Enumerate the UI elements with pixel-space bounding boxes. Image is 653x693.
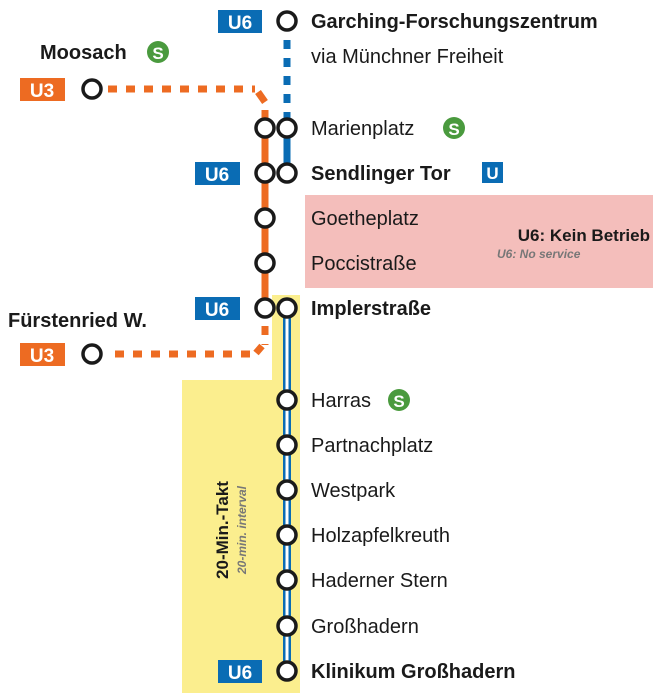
station-westpark[interactable]: Westpark bbox=[311, 480, 396, 502]
station-klinikum-grosshadern[interactable]: Klinikum Großhadern bbox=[311, 661, 515, 683]
station-garching[interactable]: Garching-Forschungszentrum bbox=[311, 11, 598, 33]
svg-text:U6: U6 bbox=[228, 13, 252, 34]
station-fuerstenried[interactable]: Fürstenried W. bbox=[8, 310, 147, 332]
station-harras[interactable]: Harras bbox=[311, 390, 371, 412]
station-sendlinger-tor[interactable]: Sendlinger Tor bbox=[311, 163, 451, 185]
svg-text:U6: U6 bbox=[205, 300, 229, 321]
interval-subtitle: 20-min. interval bbox=[235, 485, 249, 575]
station-goetheplatz[interactable]: Goetheplatz bbox=[311, 208, 419, 230]
closure-zone bbox=[305, 195, 653, 288]
station-moosach[interactable]: Moosach bbox=[40, 42, 127, 64]
sbahn-icon: S bbox=[147, 41, 169, 63]
interval-title: 20-Min.-Takt bbox=[213, 481, 232, 579]
station-implerstrasse[interactable]: Implerstraße bbox=[311, 298, 431, 320]
station-holzapfelkreuth[interactable]: Holzapfelkreuth bbox=[311, 525, 450, 547]
station-haderner-stern[interactable]: Haderner Stern bbox=[311, 570, 448, 592]
svg-text:S: S bbox=[393, 392, 404, 411]
svg-text:U6: U6 bbox=[205, 165, 229, 186]
interval-zone bbox=[182, 295, 300, 693]
station-grosshadern[interactable]: Großhadern bbox=[311, 616, 419, 638]
sbahn-icon: S bbox=[443, 117, 465, 139]
station-marienplatz[interactable]: Marienplatz bbox=[311, 118, 414, 140]
u6-badge-sendlinger: U6 bbox=[195, 162, 240, 186]
u6-badge-impler: U6 bbox=[195, 297, 240, 321]
u6-badge-klinikum: U6 bbox=[218, 660, 262, 684]
station-poccistrasse[interactable]: Poccistraße bbox=[311, 253, 417, 275]
closure-title: U6: Kein Betrieb bbox=[518, 226, 650, 245]
u3-badge-moosach: U3 bbox=[20, 78, 65, 102]
station-markers bbox=[81, 10, 298, 682]
svg-text:U3: U3 bbox=[30, 346, 54, 367]
closure-subtitle: U6: No service bbox=[497, 247, 581, 261]
u3-badge-fuerstenried: U3 bbox=[20, 343, 65, 367]
sbahn-icon: S bbox=[388, 389, 410, 411]
via-label: via Münchner Freiheit bbox=[311, 46, 504, 68]
svg-text:S: S bbox=[152, 44, 163, 63]
ubahn-icon: U bbox=[482, 162, 503, 183]
svg-text:U: U bbox=[486, 164, 498, 183]
svg-text:S: S bbox=[448, 120, 459, 139]
u6-badge-garching: U6 bbox=[218, 10, 262, 34]
svg-text:U6: U6 bbox=[228, 663, 252, 684]
station-partnachplatz[interactable]: Partnachplatz bbox=[311, 435, 433, 457]
svg-text:U3: U3 bbox=[30, 81, 54, 102]
